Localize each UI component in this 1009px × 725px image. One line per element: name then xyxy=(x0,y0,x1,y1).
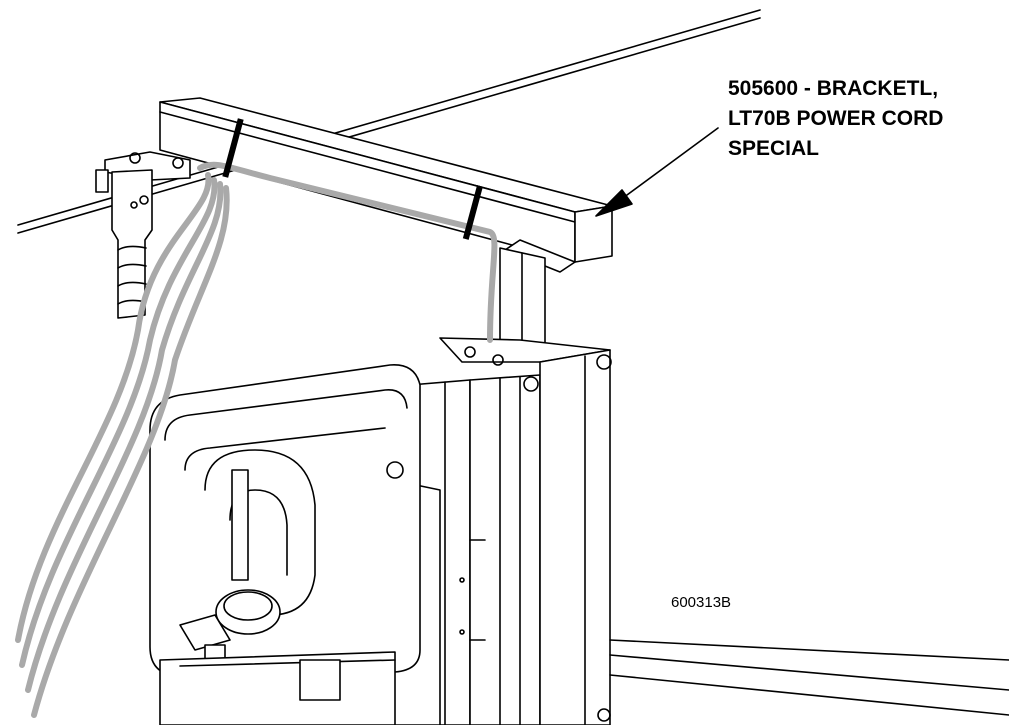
part-callout: 505600 - BRACKETL, LT70B POWER CORD SPEC… xyxy=(728,74,1008,164)
callout-line-3: SPECIAL xyxy=(728,137,820,160)
arrow-icon xyxy=(595,127,719,217)
tank xyxy=(149,364,421,678)
bracket-leg xyxy=(439,247,611,363)
vertical-column xyxy=(391,346,612,725)
bracket-arm xyxy=(159,97,613,273)
callout-line-1: 505600 - BRACKETL, xyxy=(728,77,939,100)
power-cords xyxy=(15,161,498,718)
cable-ties xyxy=(222,118,483,240)
left-bracket xyxy=(95,151,191,319)
base-frame xyxy=(159,639,1009,725)
callout-line-2: LT70B POWER CORD xyxy=(728,107,944,130)
drawing-number: 600313B xyxy=(671,594,732,611)
